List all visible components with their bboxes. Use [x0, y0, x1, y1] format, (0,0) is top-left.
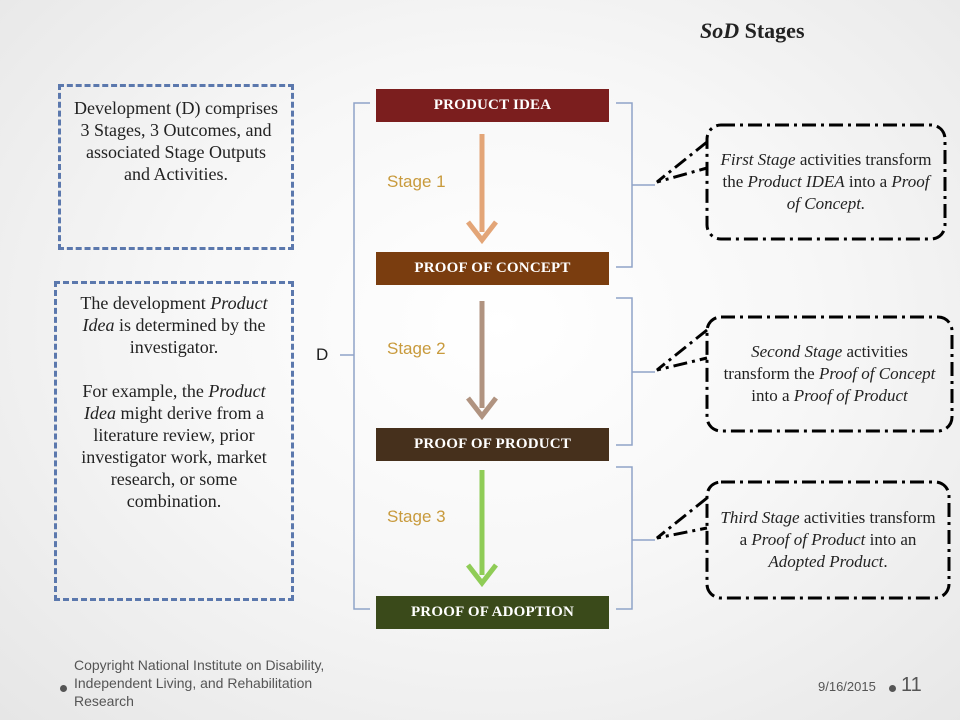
product-idea-note-p2: For example, the Product Idea might deri…: [81, 381, 267, 511]
product-idea-note-p1: The development Product Idea is determin…: [80, 293, 268, 357]
stage1-bracket: [616, 102, 633, 268]
stage-box-label: PROOF OF ADOPTION: [410, 604, 575, 620]
d-label: D: [316, 345, 329, 364]
callout1-pointer: [656, 140, 708, 184]
slide-title: SoD Stages: [700, 18, 900, 54]
footer-left-dot: [60, 685, 67, 692]
callout3-pointer: [656, 496, 708, 540]
callout-first-stage: First Stage activities transform the Pro…: [720, 150, 932, 213]
arrow-stage3: [466, 470, 498, 588]
product-idea-note-box: The development Product Idea is determin…: [54, 281, 294, 601]
stage3-label: Stage 3: [387, 507, 446, 526]
stage-box-label: PROOF OF CONCEPT: [414, 260, 571, 276]
callout-third-stage: Third Stage activities transform a Proof…: [720, 508, 936, 571]
callout1-border: [705, 123, 947, 241]
stage-box-proof-of-product: PROOF OF PRODUCT: [376, 428, 609, 461]
arrow-stage2: [466, 301, 498, 421]
stage-box-label: PRODUCT IDEA: [433, 97, 552, 113]
callout2-border: [705, 315, 954, 433]
footer-right-dot: [889, 685, 896, 692]
callout3-border: [705, 480, 951, 600]
callout-second-stage: Second Stage activities transform the Pr…: [723, 342, 936, 405]
d-bracket: [353, 102, 370, 610]
footer-date: 9/16/2015: [818, 679, 876, 694]
stage1-label: Stage 1: [387, 172, 446, 191]
stage3-bracket: [616, 466, 633, 610]
footer-copyright: Copyright National Institute on Disabili…: [74, 657, 325, 709]
title-prefix: SoD: [700, 18, 740, 43]
stage-box-label: PROOF OF PRODUCT: [413, 436, 572, 452]
arrow-stage1: [466, 134, 498, 245]
development-summary-box: Development (D) comprises 3 Stages, 3 Ou…: [58, 84, 294, 250]
stage2-label: Stage 2: [387, 339, 446, 358]
stage2-bracket: [616, 297, 633, 446]
stage-box-product-idea: PRODUCT IDEA: [376, 89, 609, 122]
development-summary-text: Development (D) comprises 3 Stages, 3 Ou…: [74, 98, 278, 184]
title-suffix: Stages: [739, 18, 805, 43]
callout2-pointer: [656, 328, 708, 372]
stage-box-proof-of-adoption: PROOF OF ADOPTION: [376, 596, 609, 629]
page-number: 11: [901, 674, 922, 696]
stage-box-proof-of-concept: PROOF OF CONCEPT: [376, 252, 609, 285]
